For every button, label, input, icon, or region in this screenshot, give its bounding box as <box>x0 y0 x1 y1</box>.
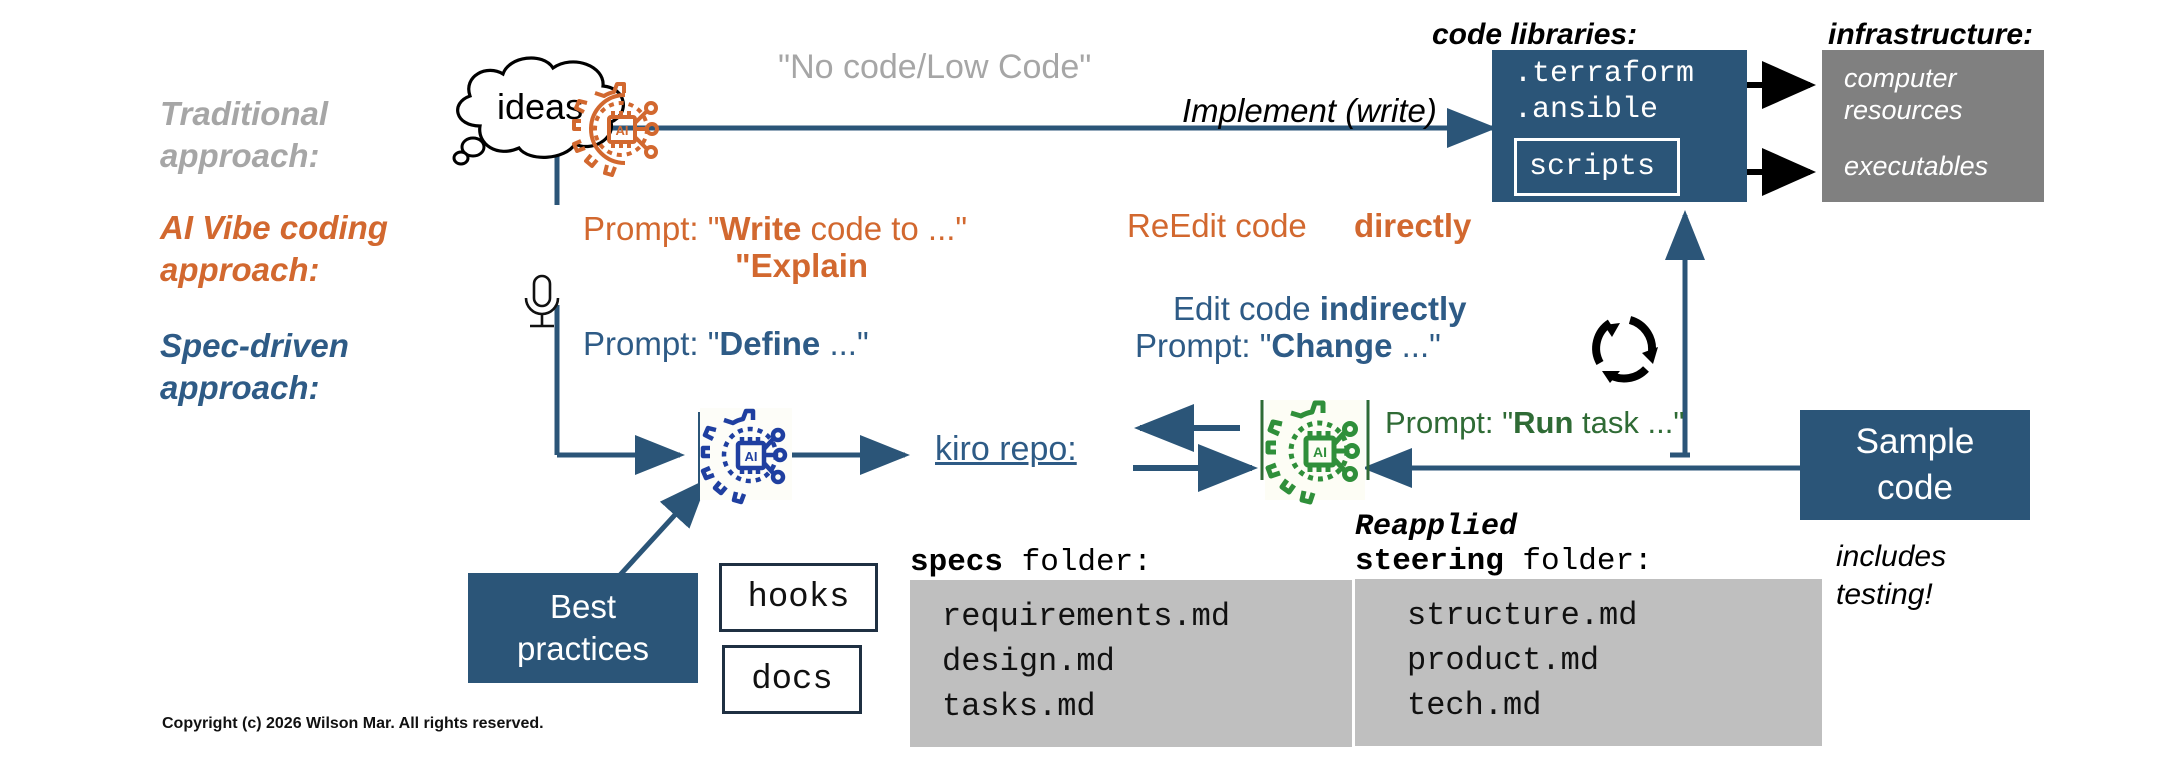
vibe-prompt-bold: Write <box>719 210 802 247</box>
infrastructure-item-compute: computer resources <box>1844 62 1963 126</box>
infrastructure-item-executables: executables <box>1844 151 1989 181</box>
specs-folder-group: specs folder: requirements.md design.md … <box>910 545 1352 747</box>
edit-code-direct-label: Edit code <box>1169 207 1307 244</box>
vibe-prompt-prefix: Prompt: " <box>583 210 720 247</box>
kiro-repo-link[interactable]: kiro repo: <box>935 430 1077 468</box>
cloud-label: ideas <box>497 86 584 127</box>
scripts-label: scripts <box>1529 150 1656 184</box>
approach-traditional-line2: approach: <box>160 137 320 174</box>
circular-arrows-icon <box>1580 303 1670 393</box>
svg-text:AI: AI <box>1313 444 1327 460</box>
re-label: Re <box>1127 207 1170 244</box>
sample-code-note: includes testing! <box>1836 538 1946 614</box>
run-task-prompt: Prompt: "Run task ..." <box>1385 405 1684 441</box>
change-prompt-suffix: ..." <box>1392 327 1441 364</box>
spec-prompt-suffix: ..." <box>820 325 869 362</box>
hooks-label: hooks <box>747 578 850 617</box>
sample-code-text: Sample code <box>1856 419 1975 511</box>
hooks-box[interactable]: hooks <box>719 563 878 632</box>
vibe-prompt-line2: "Explain <box>735 247 869 284</box>
run-prompt-prefix: Prompt: " <box>1385 405 1514 440</box>
specs-file-2: tasks.md <box>942 688 1096 725</box>
vibe-prompt-line1: Prompt: "Write code to ..." <box>583 210 1063 247</box>
steering-folder-body: structure.md product.md tech.md <box>1355 579 1822 746</box>
best-practices-line1: Best <box>549 588 617 625</box>
steering-folder-group: Reapplied steering folder: structure.md … <box>1355 510 1822 746</box>
best-practices-line2: practices <box>516 630 650 667</box>
steering-folder-header: steering folder: <box>1355 544 1822 579</box>
specs-file-0: requirements.md <box>942 598 1231 635</box>
specs-file-1: design.md <box>942 643 1115 680</box>
steering-folder-bold: steering <box>1355 544 1504 579</box>
edit-code-indirect-row: Edit code indirectly <box>1173 290 1655 327</box>
steering-file-1: product.md <box>1407 642 1600 679</box>
approach-spec-driven: Spec-driven approach: <box>160 325 349 409</box>
steering-folder-rest: folder: <box>1503 544 1653 579</box>
spec-prompt-prefix: Prompt: " <box>583 325 720 362</box>
change-prompt-row: Prompt: "Change ..." <box>1135 327 1655 364</box>
edit-code-directly-block: ReEdit code directly <box>1127 207 1687 244</box>
specs-folder-bold: specs <box>910 545 1004 580</box>
approach-ai-vibe-line1: AI Vibe coding <box>160 209 388 246</box>
specs-folder-header: specs folder: <box>910 545 1352 580</box>
code-libraries-title: code libraries: <box>1432 18 1638 51</box>
edit-code-indirectly-block: Edit code indirectly Prompt: "Change ...… <box>1135 290 1655 364</box>
steering-file-0: structure.md <box>1407 597 1638 634</box>
approach-traditional: Traditional approach: <box>160 93 328 177</box>
docs-box[interactable]: docs <box>722 645 862 714</box>
steering-reapplied-label: Reapplied <box>1355 510 1518 544</box>
svg-text:AI: AI <box>745 449 758 464</box>
code-libraries-box: .terraform .ansible scripts <box>1492 50 1747 202</box>
directly-label: directly <box>1353 207 1472 244</box>
best-practices-box: Best practices <box>468 573 698 683</box>
microphone-icon <box>512 272 572 334</box>
approach-ai-vibe-line2: approach: <box>160 251 320 288</box>
vibe-prompt-block: Prompt: "Write code to ..." "Explain <box>583 210 1063 284</box>
approach-spec-driven-line1: Spec-driven <box>160 327 349 364</box>
vibe-prompt-suffix: code to ..." <box>801 210 968 247</box>
change-prompt-bold: Change <box>1271 327 1393 364</box>
approach-ai-vibe: AI Vibe coding approach: <box>160 207 388 291</box>
sample-code-line2: code <box>1877 468 1953 507</box>
scripts-box: scripts <box>1514 138 1680 196</box>
sample-code-box: Sample code <box>1800 410 2030 520</box>
sample-code-line1: Sample <box>1855 422 1975 461</box>
infrastructure-title: infrastructure: <box>1828 18 2034 51</box>
infrastructure-box: computer resources executables <box>1822 50 2044 202</box>
code-library-ansible: .ansible <box>1514 93 1659 127</box>
blue-ai-chip-gear-icon: AI <box>700 408 792 505</box>
no-code-label: "No code/Low Code" <box>778 48 1092 86</box>
approach-traditional-line1: Traditional <box>160 95 329 132</box>
spec-prompt-block: Prompt: "Define ..." <box>583 325 1033 362</box>
spec-prompt-bold: Define <box>719 325 821 362</box>
edit-code-indirect-label: Edit code <box>1173 290 1311 327</box>
run-prompt-bold: Run <box>1513 405 1574 440</box>
specs-folder-rest: folder: <box>1003 545 1152 580</box>
sample-code-note-line1: includes <box>1836 540 1947 573</box>
specs-folder-body: requirements.md design.md tasks.md <box>910 580 1352 747</box>
infrastructure-item-compute-line1: computer <box>1844 63 1957 93</box>
infrastructure-item-compute-line2: resources <box>1844 95 1963 125</box>
sample-code-note-line2: testing! <box>1836 578 1933 611</box>
approach-spec-driven-line2: approach: <box>160 369 320 406</box>
run-prompt-suffix: task ..." <box>1573 405 1685 440</box>
steering-file-2: tech.md <box>1407 687 1542 724</box>
orange-ai-chip-gear-icon: AI <box>572 82 663 177</box>
green-ai-chip-gear-icon: AI <box>1265 400 1365 505</box>
indirectly-label: indirectly <box>1319 290 1467 327</box>
code-library-terraform: .terraform <box>1514 57 1695 91</box>
copyright-text: Copyright (c) 2026 Wilson Mar. All right… <box>162 715 544 732</box>
change-prompt-prefix: Prompt: " <box>1135 327 1272 364</box>
svg-text:AI: AI <box>616 123 629 138</box>
best-practices-text: Best practices <box>517 586 649 670</box>
implement-write-label: Implement (write) <box>1182 92 1437 129</box>
docs-label: docs <box>751 660 833 699</box>
